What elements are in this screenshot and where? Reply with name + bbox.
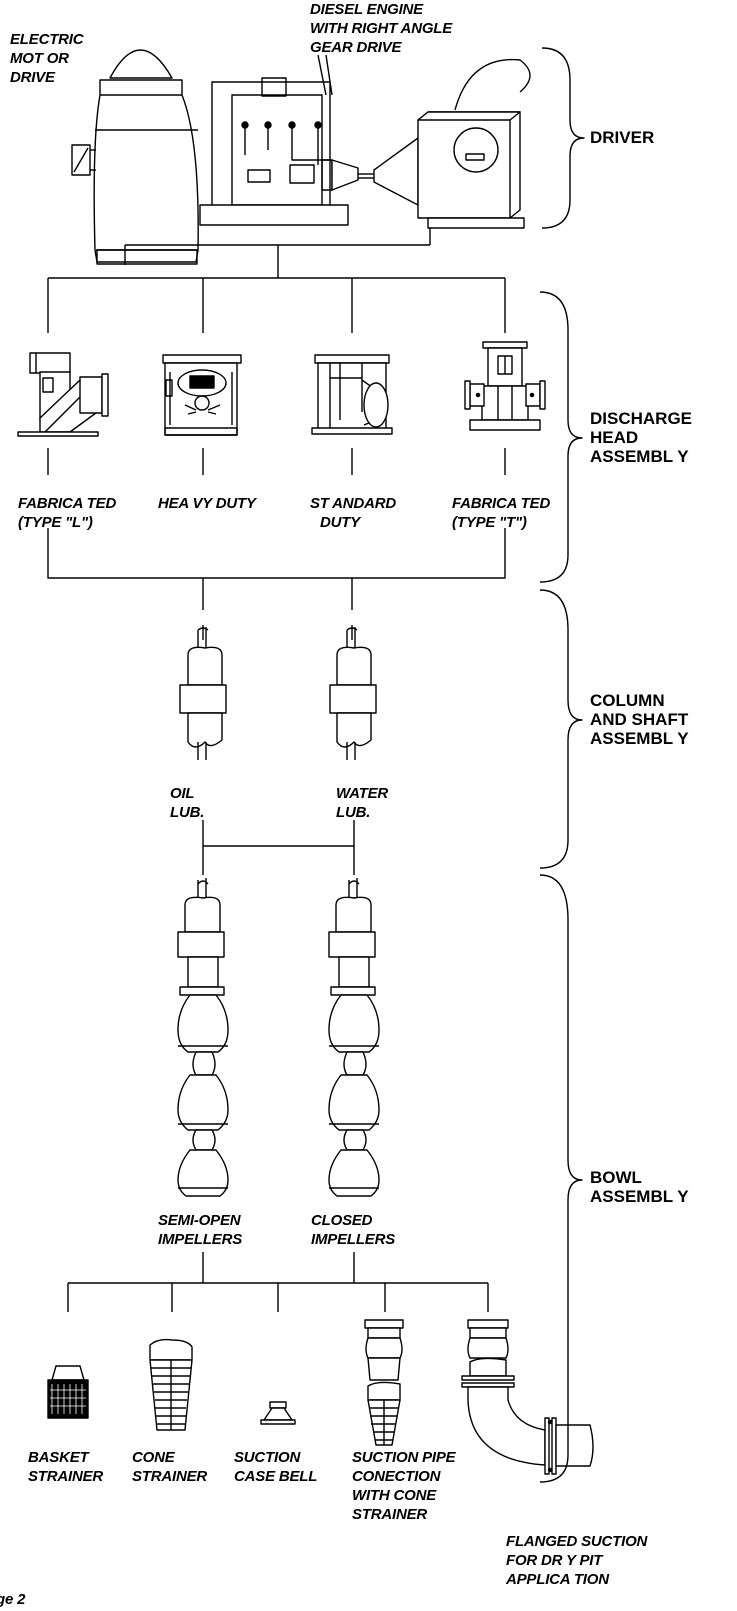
bowl-assembly-brace — [540, 875, 582, 1482]
fabricated-type-l-head-drawing — [18, 353, 108, 436]
page-number: ge 2 — [0, 1590, 25, 1609]
label-fabricated-type-t: FABRICA TED(TYPE "T") — [452, 494, 550, 532]
label-heavy-duty: HEA VY DUTY — [158, 494, 256, 513]
basket-strainer-drawing — [48, 1366, 88, 1418]
discharge-head-brace — [540, 292, 582, 582]
flanged-suction-dry-pit-drawing — [462, 1320, 593, 1474]
oil-lube-column-drawing — [180, 625, 226, 760]
heavy-duty-head-drawing — [163, 355, 241, 435]
fabricated-type-t-head-drawing — [465, 342, 545, 430]
right-angle-gear-drive-drawing — [418, 60, 530, 228]
section-driver: DRIVER — [590, 128, 654, 147]
closed-impellers-bowl-drawing — [329, 878, 379, 1196]
semi-open-impellers-bowl-drawing — [178, 878, 228, 1196]
water-lube-column-drawing — [330, 625, 376, 760]
cone-strainer-drawing — [150, 1340, 192, 1430]
driver-brace — [542, 48, 584, 228]
standard-duty-head-drawing — [312, 355, 392, 434]
electric-motor-drawing — [72, 50, 198, 264]
diesel-engine-drawing — [200, 55, 418, 225]
label-fabricated-type-l: FABRICA TED(TYPE "L") — [18, 494, 116, 532]
suction-case-bell-drawing — [261, 1402, 295, 1424]
suction-pipe-cone-strainer-drawing — [365, 1320, 403, 1445]
column-shaft-brace — [540, 590, 582, 868]
